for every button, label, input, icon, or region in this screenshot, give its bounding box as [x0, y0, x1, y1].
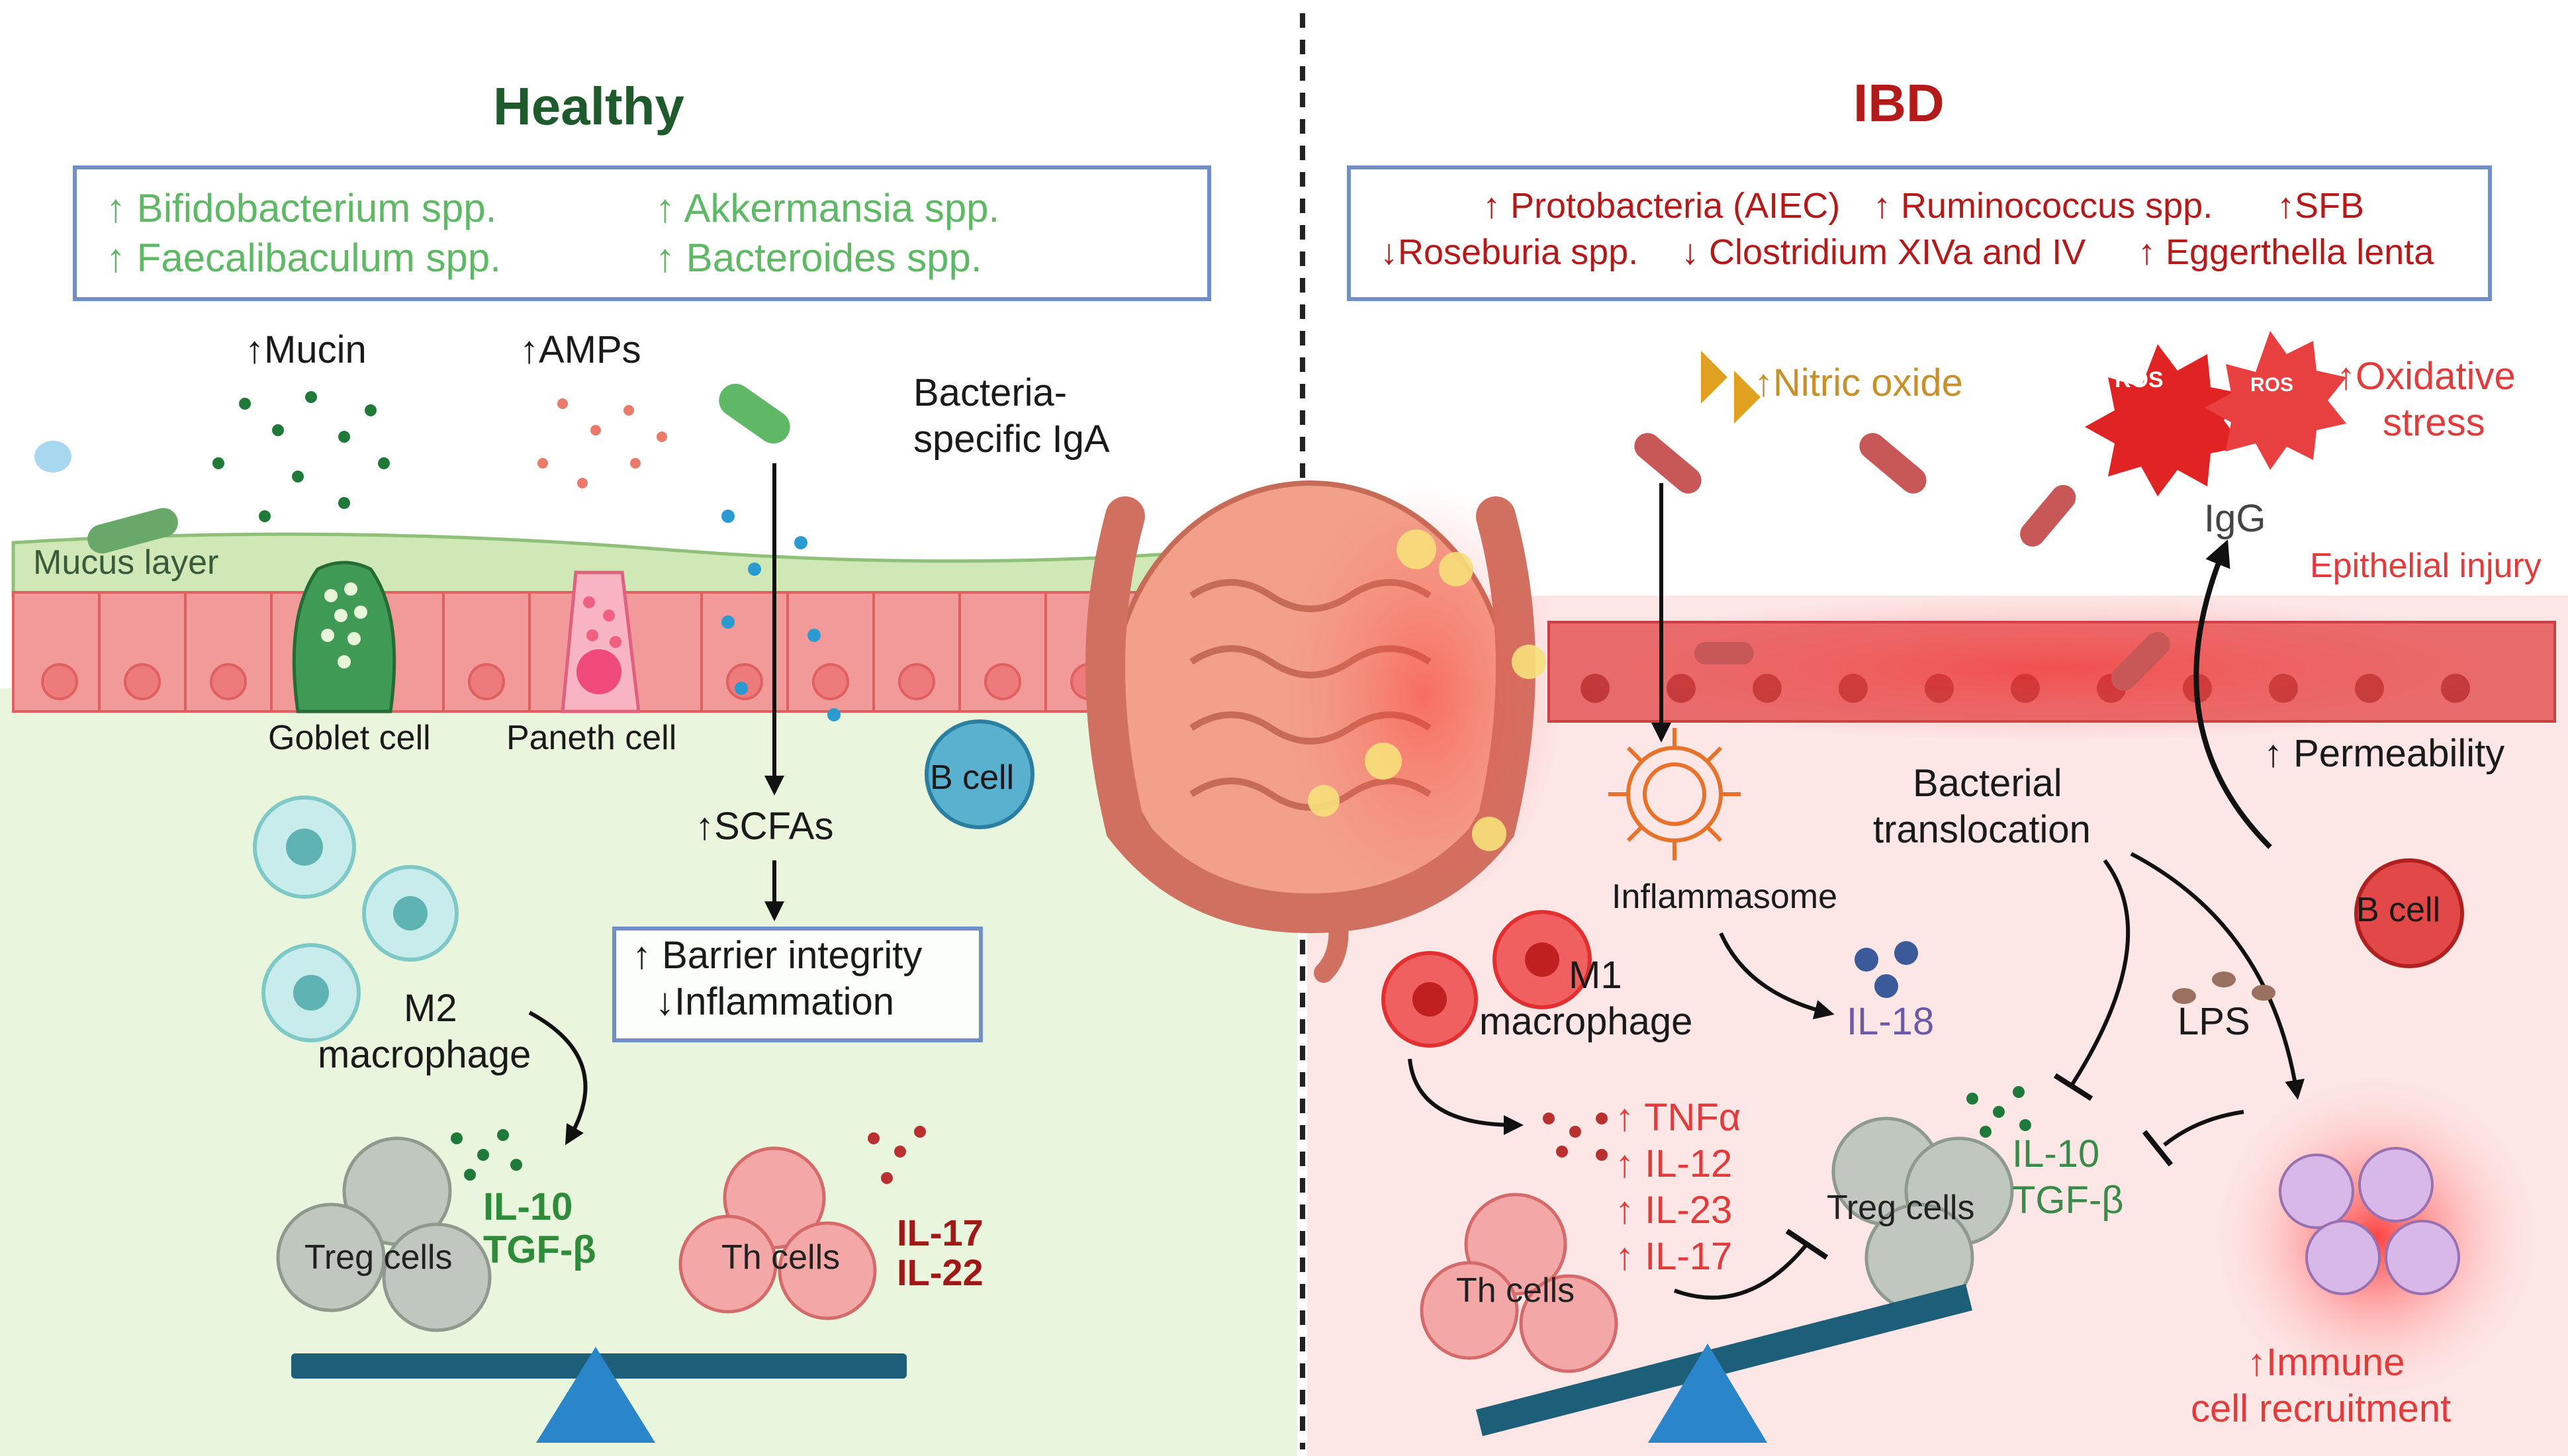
bacterium	[719, 383, 790, 444]
igg-arrow	[2193, 539, 2272, 849]
inflammasome-label: Inflammasome	[1612, 878, 1837, 916]
cytokine-label: ↑ IL-17	[1615, 1235, 1733, 1278]
iga-label-1: Bacteria-	[913, 371, 1068, 414]
goblet-cell	[292, 561, 396, 713]
ibd-taxon: ↑ Protobacteria (AIEC)	[1483, 186, 1841, 226]
ibd-balance-beam	[1476, 1284, 1972, 1436]
healthy-taxon: ↑ Akkermansia spp.	[655, 186, 1000, 230]
cytokine-label: ↑ IL-23	[1615, 1189, 1733, 1232]
m1-label-1: M1	[1569, 954, 1622, 997]
ibd-taxon: ↓ Clostridium XIVa and IV	[1681, 232, 2086, 272]
paneth-cell-label: Paneth cell	[506, 719, 677, 757]
ibd-th-cells	[1420, 1193, 1618, 1373]
healthy-il22-label: IL-22	[897, 1251, 984, 1293]
goblet-cell-label: Goblet cell	[268, 719, 431, 757]
ibd-taxon: ↑ Eggerthella lenta	[2138, 232, 2434, 272]
oxidative-label-1: ↑Oxidative	[2336, 355, 2516, 398]
scfa-label: ↑SCFAs	[695, 805, 834, 848]
igg-label: IgG	[2204, 497, 2266, 540]
cytokine-label: ↑ TNFα	[1615, 1096, 1741, 1139]
barrier-box	[612, 927, 983, 1042]
inhibit-line-1	[2070, 859, 2131, 1087]
healthy-il10-label: IL-10	[483, 1185, 573, 1228]
il18-particles	[1855, 941, 1918, 998]
ibd-il10-label: IL-10	[2012, 1132, 2100, 1175]
cytokine-label: ↑ IL-12	[1615, 1142, 1733, 1185]
ibd-b-cell	[2354, 858, 2464, 968]
il18-label: IL-18	[1847, 1000, 1935, 1043]
scfa-dots	[721, 510, 841, 721]
mucin-granules	[212, 391, 390, 522]
healthy-taxon: ↑ Bifidobacterium spp.	[106, 186, 497, 230]
lps-label: LPS	[2178, 1000, 2250, 1043]
m2-label-2: macrophage	[318, 1033, 531, 1076]
healthy-epithelium	[12, 591, 1299, 713]
ibd-epithelium	[1547, 596, 2556, 741]
healthy-lamina-bg	[0, 688, 1297, 1456]
healthy-treg-label: Treg cells	[304, 1238, 453, 1277]
immune-cells	[2279, 1147, 2460, 1295]
bacterium	[87, 508, 178, 554]
ibd-taxon: ↑ Ruminococcus spp.	[1873, 186, 2213, 226]
ibd-treg-cells	[1831, 1116, 2014, 1312]
ibd-bacteria	[1634, 433, 2170, 691]
nitric-oxide-label: ↑Nitric oxide	[1754, 361, 1963, 404]
immune-cells-glow	[2211, 1072, 2542, 1403]
inflammasome	[1608, 728, 1741, 860]
immune-label-1: ↑Immune	[2247, 1341, 2405, 1384]
ibd-title: IBD	[1853, 73, 1945, 132]
m2-arrow	[528, 1011, 588, 1146]
no-icon	[1701, 351, 1761, 424]
healthy-fulcrum	[536, 1347, 655, 1443]
ibd-th-label: Th cells	[1456, 1271, 1575, 1310]
mucin-label: ↑Mucin	[245, 328, 367, 371]
ibd-treg-label: Treg cells	[1827, 1189, 1975, 1227]
ros-burst	[2085, 331, 2346, 496]
healthy-b-cell	[925, 719, 1034, 829]
ibd-fulcrum	[1648, 1343, 1767, 1443]
ros-label: ROS	[2115, 367, 2164, 392]
healthy-treg-cells	[276, 1136, 492, 1332]
intestine-illustration	[1085, 480, 1562, 983]
healthy-taxon: ↑ Bacteroides spp.	[655, 236, 982, 280]
recruitment-arrow	[2130, 852, 2305, 1100]
healthy-th-label: Th cells	[721, 1238, 841, 1277]
barrier-label: ↑ Barrier integrity	[632, 934, 923, 977]
ibd-b-cell-label: B cell	[2356, 891, 2441, 929]
amp-granules	[537, 398, 667, 488]
translocation-label-2: translocation	[1873, 808, 2091, 851]
healthy-il17-label: IL-17	[897, 1212, 984, 1253]
healthy-taxon: ↑ Faecalibaculum spp.	[106, 236, 501, 280]
immune-label-2: cell recruitment	[2191, 1387, 2452, 1430]
healthy-taxa-box	[73, 165, 1211, 301]
translocation-label-1: Bacterial	[1913, 762, 2062, 805]
ibd-taxa-box	[1347, 165, 2492, 301]
bacterium	[34, 441, 71, 473]
epithelial-injury-label: Epithelial injury	[2310, 547, 2542, 585]
healthy-tgfb-label: TGF-β	[483, 1228, 596, 1271]
mucus-layer-label: Mucus layer	[33, 543, 219, 582]
amps-label: ↑AMPs	[520, 328, 641, 371]
m2-label-1: M2	[404, 987, 457, 1030]
oxidative-label-2: stress	[2383, 401, 2485, 444]
healthy-b-cell-label: B cell	[930, 758, 1015, 797]
m1-arrow	[1408, 1058, 1524, 1135]
m1-label-2: macrophage	[1479, 1000, 1693, 1043]
iga-label-2: specific IgA	[913, 418, 1110, 461]
il18-arrow	[1719, 932, 1835, 1020]
ros-label-2: ROS	[2250, 374, 2294, 396]
inflammation-label: ↓Inflammation	[655, 980, 895, 1023]
paneth-cell	[561, 570, 641, 713]
ibd-taxon: ↑SFB	[2277, 186, 2365, 226]
permeability-label: ↑ Permeability	[2264, 732, 2505, 775]
healthy-title: Healthy	[493, 77, 684, 136]
ibd-taxon: ↓Roseburia spp.	[1380, 232, 1639, 272]
healthy-th-cells	[678, 1146, 877, 1320]
ibd-tgfb-label: TGF-β	[2012, 1179, 2124, 1222]
